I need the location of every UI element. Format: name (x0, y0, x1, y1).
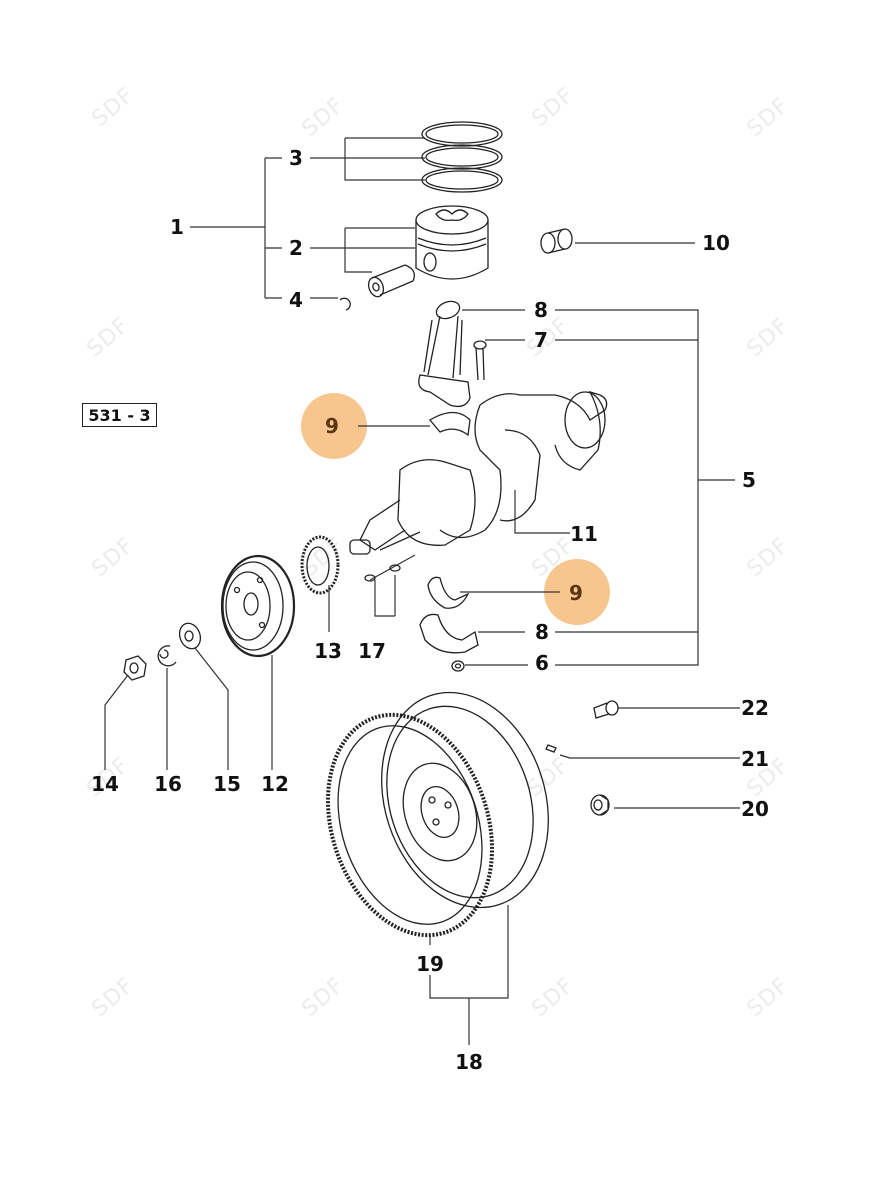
callout-7[interactable]: 7 (534, 328, 548, 352)
woodruff-keys-drawing (364, 564, 401, 582)
piston-drawing (415, 205, 489, 280)
rod-bolt-drawing (473, 340, 487, 381)
callout-2[interactable]: 2 (289, 236, 303, 260)
callout-10[interactable]: 10 (702, 231, 730, 255)
washer-drawing (178, 622, 202, 650)
pulley-drawing (220, 554, 296, 658)
bearing-shell-lower-drawing (427, 576, 470, 609)
dowel-pin-drawing (545, 744, 557, 753)
rod-cap-drawing (419, 613, 479, 654)
callout-5[interactable]: 5 (742, 468, 756, 492)
lock-washer-drawing (157, 645, 177, 667)
piston-pin-drawing (367, 264, 416, 298)
callout-8-cap[interactable]: 8 (535, 620, 549, 644)
highlight-marker-9-upper (301, 393, 367, 459)
callout-18[interactable]: 18 (455, 1050, 483, 1074)
callout-8-rod[interactable]: 8 (534, 298, 548, 322)
callout-16[interactable]: 16 (154, 772, 182, 796)
flywheel-drawing (326, 691, 549, 938)
circlip-drawing (339, 297, 351, 311)
nut-drawing (123, 655, 147, 681)
callout-13[interactable]: 13 (314, 639, 342, 663)
callout-9-lower[interactable]: 9 (569, 581, 583, 605)
callout-6[interactable]: 6 (535, 651, 549, 675)
callout-12[interactable]: 12 (261, 772, 289, 796)
callout-21[interactable]: 21 (741, 747, 769, 771)
callout-15[interactable]: 15 (213, 772, 241, 796)
callout-17[interactable]: 17 (358, 639, 386, 663)
flywheel-bolt-drawing (593, 700, 619, 719)
rod-nut-drawing (451, 660, 465, 672)
bushing-drawing (540, 228, 573, 254)
piston-rings-drawing (421, 121, 503, 193)
callout-1[interactable]: 1 (170, 215, 184, 239)
callout-14[interactable]: 14 (91, 772, 119, 796)
bearing-shell-upper-drawing (429, 411, 471, 437)
timing-gear-drawing (300, 535, 340, 595)
connecting-rod-drawing (418, 300, 471, 408)
callout-20[interactable]: 20 (741, 797, 769, 821)
callout-4[interactable]: 4 (289, 288, 303, 312)
callout-3[interactable]: 3 (289, 146, 303, 170)
reference-code-box: 531 - 3 (82, 403, 157, 427)
callout-19[interactable]: 19 (416, 952, 444, 976)
callout-9-upper[interactable]: 9 (325, 414, 339, 438)
crankshaft-drawing (349, 390, 608, 555)
pilot-bearing-drawing (590, 794, 610, 816)
leader-lines (104, 137, 740, 1045)
callout-11[interactable]: 11 (570, 522, 598, 546)
callout-22[interactable]: 22 (741, 696, 769, 720)
